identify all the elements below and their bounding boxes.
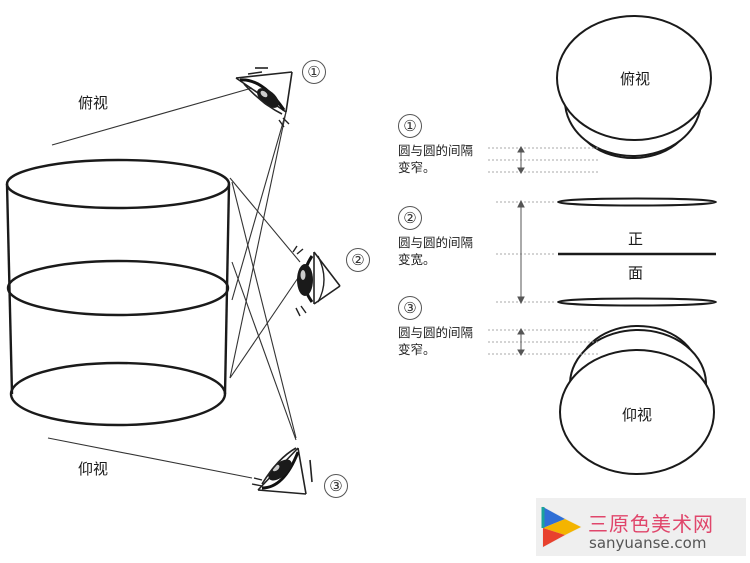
eye2-ray-bottom	[229, 274, 301, 379]
bottom-disc-stack	[559, 325, 715, 475]
front-label-char-2: 面	[628, 264, 644, 282]
bottom-disc-label: 仰视	[622, 406, 653, 424]
top-disc-label: 俯视	[620, 70, 651, 88]
eye2-ray-top	[229, 177, 301, 263]
watermark-url: sanyuanse.com	[589, 534, 707, 552]
cylinder-left-edge	[5, 183, 14, 395]
eye-2-icon	[292, 245, 341, 317]
left-top-view-label: 俯视	[78, 94, 109, 112]
watermark-logo-icon	[536, 498, 746, 556]
note-2-line1: 圆与圆的间隔	[398, 235, 474, 250]
marker-1: ①	[302, 60, 326, 84]
sight-lines	[47, 87, 301, 479]
front-bottom-ellipse	[557, 297, 717, 307]
dimension-arrows	[517, 146, 525, 356]
eye3-ray-top	[231, 181, 297, 439]
eye3-ray-mid	[231, 261, 297, 441]
front-top-ellipse	[557, 197, 717, 207]
note-3: ③ 圆与圆的间隔 变窄。	[398, 296, 473, 358]
note-2-line2: 变宽。	[398, 252, 436, 267]
marker-3: ③	[324, 474, 348, 498]
cylinder	[5, 158, 231, 427]
note-1-line1: 圆与圆的间隔	[398, 143, 474, 158]
note-1-number: ①	[398, 114, 422, 138]
cylinder-right-edge	[223, 183, 231, 395]
top-sight-line	[51, 87, 253, 146]
note-1-line2: 变窄。	[398, 160, 436, 175]
cylinder-middle-ellipse	[6, 259, 230, 317]
top-disc-front	[556, 15, 712, 141]
eye-1-icon	[235, 67, 293, 128]
note-2-number: ②	[398, 206, 422, 230]
eye1-ray-bottom	[229, 111, 287, 379]
note-3-line2: 变窄。	[398, 342, 436, 357]
left-bottom-view-label: 仰视	[78, 460, 109, 478]
guide-lines	[488, 147, 600, 355]
note-3-line1: 圆与圆的间隔	[398, 325, 474, 340]
cylinder-bottom-ellipse	[9, 361, 227, 427]
front-view-ellipses	[557, 197, 717, 307]
note-2: ② 圆与圆的间隔 变宽。	[398, 206, 473, 268]
bottom-disc-front	[559, 349, 715, 475]
front-label-char-1: 正	[628, 230, 644, 248]
watermark-title: 三原色美术网	[588, 512, 714, 536]
marker-2: ②	[346, 248, 370, 272]
cylinder-top-ellipse	[5, 158, 231, 210]
eye1-ray-mid	[231, 111, 287, 301]
note-1: ① 圆与圆的间隔 变窄。	[398, 114, 473, 176]
note-3-number: ③	[398, 296, 422, 320]
bottom-sight-line	[47, 437, 253, 479]
eye-3-icon	[251, 447, 313, 495]
top-disc-stack	[556, 15, 712, 159]
